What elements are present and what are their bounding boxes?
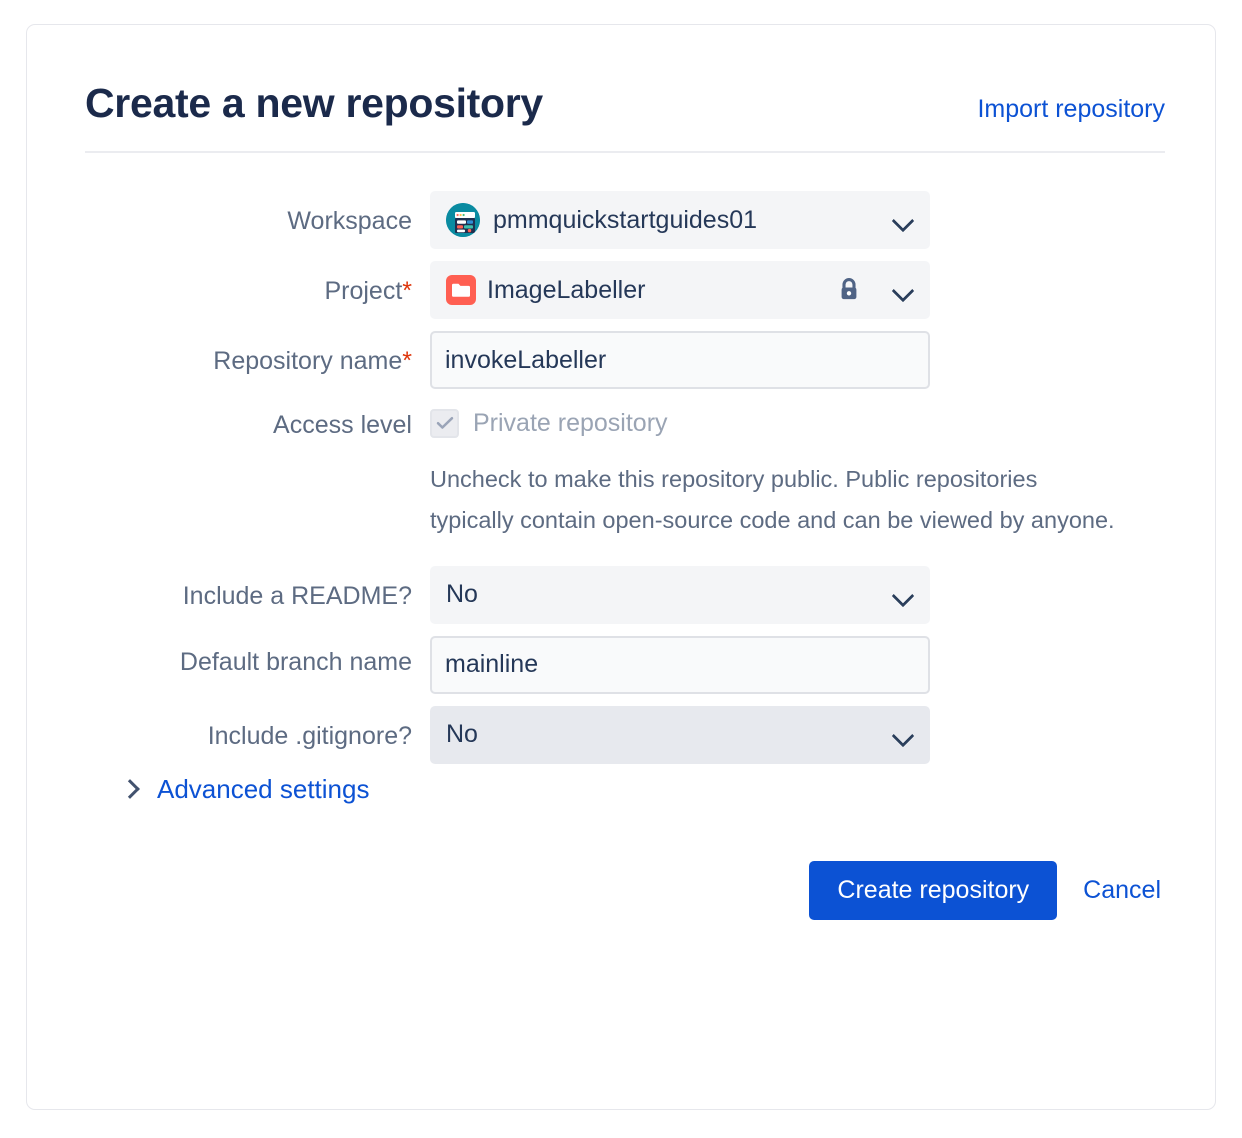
create-repository-card: Create a new repository Import repositor… xyxy=(26,24,1216,1110)
default-branch-input[interactable] xyxy=(430,635,930,694)
chevron-down-icon xyxy=(892,279,914,301)
repository-name-required-mark: * xyxy=(402,347,412,376)
include-gitignore-select[interactable]: No xyxy=(430,705,930,764)
access-level-label: Access level xyxy=(273,411,412,440)
checkmark-icon xyxy=(436,417,453,429)
repository-name-label-text: Repository name xyxy=(213,347,403,376)
project-select[interactable]: ImageLabeller xyxy=(430,261,930,320)
workspace-value: pmmquickstartguides01 xyxy=(493,205,758,234)
access-level-row: Access level Private repository Uncheck … xyxy=(85,401,1165,540)
project-value: ImageLabeller xyxy=(487,275,646,304)
cancel-button[interactable]: Cancel xyxy=(1079,876,1165,905)
default-branch-label: Default branch name xyxy=(179,647,412,676)
create-repository-form: Workspace xyxy=(85,191,1165,920)
include-gitignore-value: No xyxy=(446,720,478,749)
folder-icon xyxy=(446,275,476,306)
repository-name-input[interactable] xyxy=(430,331,930,390)
access-level-help-text: Uncheck to make this repository public. … xyxy=(430,466,1115,533)
include-readme-value: No xyxy=(446,580,478,609)
create-repository-button[interactable]: Create repository xyxy=(809,860,1058,920)
chevron-right-icon xyxy=(121,777,141,801)
workspace-avatar-icon xyxy=(446,203,480,238)
private-repository-label: Private repository xyxy=(473,408,668,437)
import-repository-link[interactable]: Import repository xyxy=(977,95,1165,123)
project-label: Project* xyxy=(85,261,430,307)
project-required-mark: * xyxy=(402,277,412,306)
include-readme-select[interactable]: No xyxy=(430,565,930,624)
advanced-settings-toggle[interactable]: Advanced settings xyxy=(121,774,369,805)
workspace-select[interactable]: pmmquickstartguides01 xyxy=(430,191,930,250)
workspace-row: Workspace xyxy=(85,191,1165,250)
private-repository-checkbox[interactable] xyxy=(430,408,459,438)
card-header: Create a new repository Import repositor… xyxy=(85,80,1165,154)
include-gitignore-label: Include .gitignore? xyxy=(207,721,412,750)
chevron-down-icon xyxy=(892,724,914,746)
chevron-down-icon xyxy=(892,209,914,231)
repository-name-label: Repository name* xyxy=(85,331,430,377)
workspace-label: Workspace xyxy=(287,207,412,236)
include-readme-label: Include a README? xyxy=(182,581,412,610)
advanced-settings-label: Advanced settings xyxy=(157,773,370,804)
private-repository-checkbox-row[interactable]: Private repository xyxy=(430,401,1165,445)
repository-name-row: Repository name* xyxy=(85,331,1165,390)
lock-icon xyxy=(836,276,862,304)
project-label-text: Project xyxy=(324,277,403,306)
default-branch-row: Default branch name xyxy=(85,635,1165,694)
include-gitignore-row: Include .gitignore? No xyxy=(85,705,1165,764)
form-footer: Create repository Cancel xyxy=(85,860,1165,920)
project-row: Project* ImageLabeller xyxy=(85,261,1165,320)
include-readme-row: Include a README? No xyxy=(85,565,1165,624)
page-title: Create a new repository xyxy=(85,80,543,126)
chevron-down-icon xyxy=(892,584,914,606)
